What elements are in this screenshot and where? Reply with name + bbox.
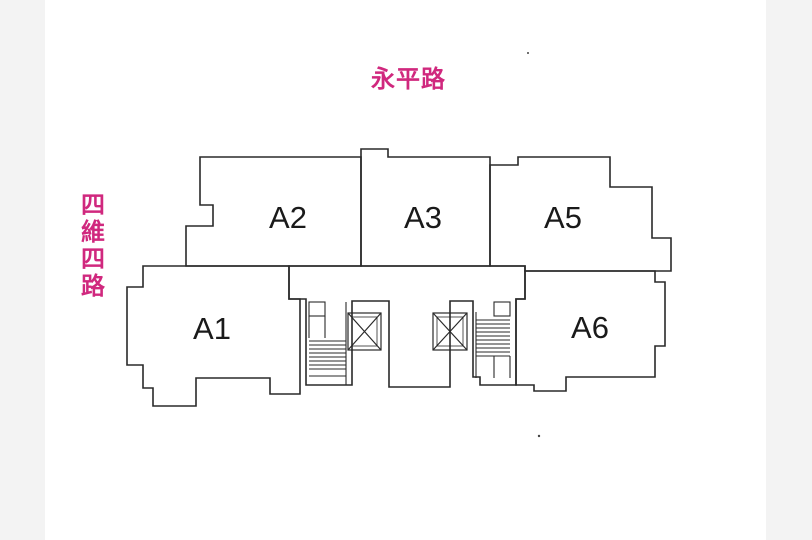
speck-dot bbox=[537, 434, 541, 438]
elevator-left bbox=[347, 312, 382, 351]
unit-label-a6: A6 bbox=[571, 310, 609, 345]
street-label-top: 永平路 bbox=[371, 65, 446, 93]
speck-dot bbox=[527, 52, 529, 54]
floor-plan: A2 A3 A5 A1 A6 bbox=[126, 52, 672, 438]
unit-a1-outline bbox=[126, 265, 301, 407]
unit-label-a1: A1 bbox=[193, 311, 231, 346]
stair-right bbox=[475, 301, 511, 378]
elevator-right bbox=[432, 312, 468, 351]
stair-left bbox=[308, 301, 347, 385]
unit-label-a5: A5 bbox=[544, 200, 582, 235]
floor-plan-canvas: 永平路 四維四路 bbox=[45, 0, 766, 540]
unit-label-a2: A2 bbox=[269, 200, 307, 235]
unit-a6-outline bbox=[515, 270, 666, 392]
unit-label-a3: A3 bbox=[404, 200, 442, 235]
street-label-left: 四維四路 bbox=[81, 191, 105, 300]
